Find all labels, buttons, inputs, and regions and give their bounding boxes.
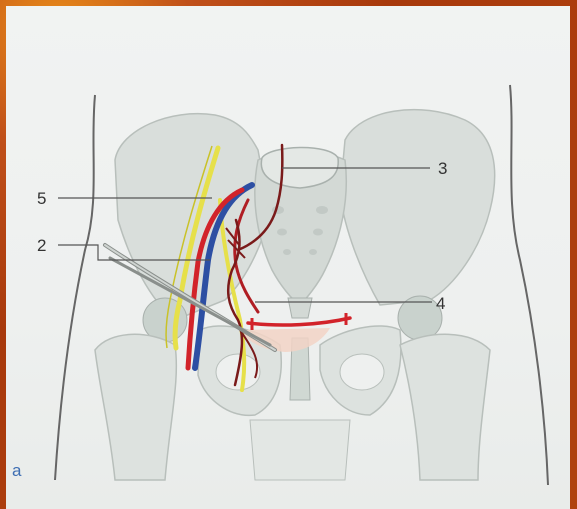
label-4: 4 <box>436 294 445 313</box>
coccyx <box>288 298 312 318</box>
right-ilium <box>340 110 495 305</box>
panel-letter: a <box>12 461 22 480</box>
right-obturator <box>340 354 384 390</box>
left-femur <box>95 334 176 480</box>
figure-sheet: 5 2 3 4 a <box>6 6 570 509</box>
lower-bones <box>250 420 350 480</box>
pelvis-illustration-icon: 5 2 3 4 a <box>6 6 570 509</box>
label-3: 3 <box>438 159 447 178</box>
transverse-artery <box>248 318 350 325</box>
body-outline-left <box>55 95 95 480</box>
body-outline-right <box>510 85 548 485</box>
label-2: 2 <box>37 236 46 255</box>
right-femur <box>400 334 490 480</box>
label-5: 5 <box>37 189 46 208</box>
